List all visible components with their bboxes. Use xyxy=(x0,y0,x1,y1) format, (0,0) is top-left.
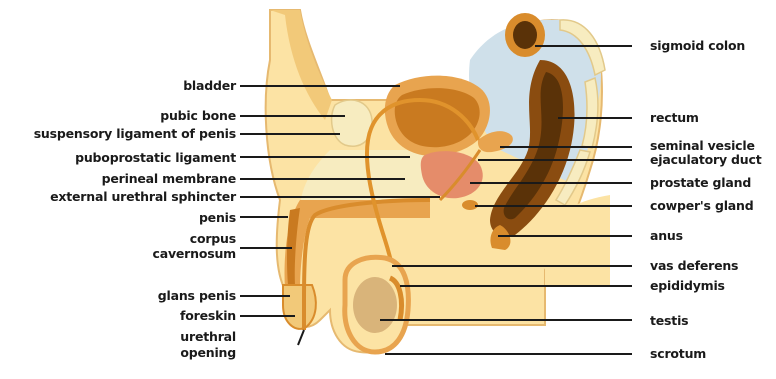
label-scrotum: scrotum xyxy=(650,347,706,360)
label-testis: testis xyxy=(650,314,688,327)
label-urethral-line1: urethral xyxy=(180,330,236,343)
label-vas-deferens: vas deferens xyxy=(650,259,738,272)
label-perineal-membrane: perineal membrane xyxy=(102,172,236,185)
label-corpus-line2: cavernosum xyxy=(153,247,237,260)
label-foreskin: foreskin xyxy=(180,309,236,322)
label-seminal-vesicle: seminal vesicle xyxy=(650,139,755,152)
label-puboprostatic-ligament: puboprostatic ligament xyxy=(75,151,236,164)
label-rectum: rectum xyxy=(650,111,699,124)
glans xyxy=(283,285,316,329)
label-glans-penis: glans penis xyxy=(158,289,236,302)
label-ejaculatory-duct: ejaculatory duct xyxy=(650,153,762,166)
testis xyxy=(353,277,397,333)
label-epididymis: epididymis xyxy=(650,279,725,292)
label-suspensory-ligament: suspensory ligament of penis xyxy=(34,127,236,140)
label-corpus-line1: corpus xyxy=(190,232,236,245)
label-penis: penis xyxy=(199,211,236,224)
label-urethral-line2: opening xyxy=(180,346,236,359)
label-external-urethral-sphincter: external urethral sphincter xyxy=(50,190,236,203)
label-anus: anus xyxy=(650,229,683,242)
label-prostate-gland: prostate gland xyxy=(650,176,751,189)
label-cowpers-gland: cowper's gland xyxy=(650,199,753,212)
label-pubic-bone: pubic bone xyxy=(160,109,236,122)
label-sigmoid-colon: sigmoid colon xyxy=(650,39,745,52)
label-bladder: bladder xyxy=(183,79,236,92)
